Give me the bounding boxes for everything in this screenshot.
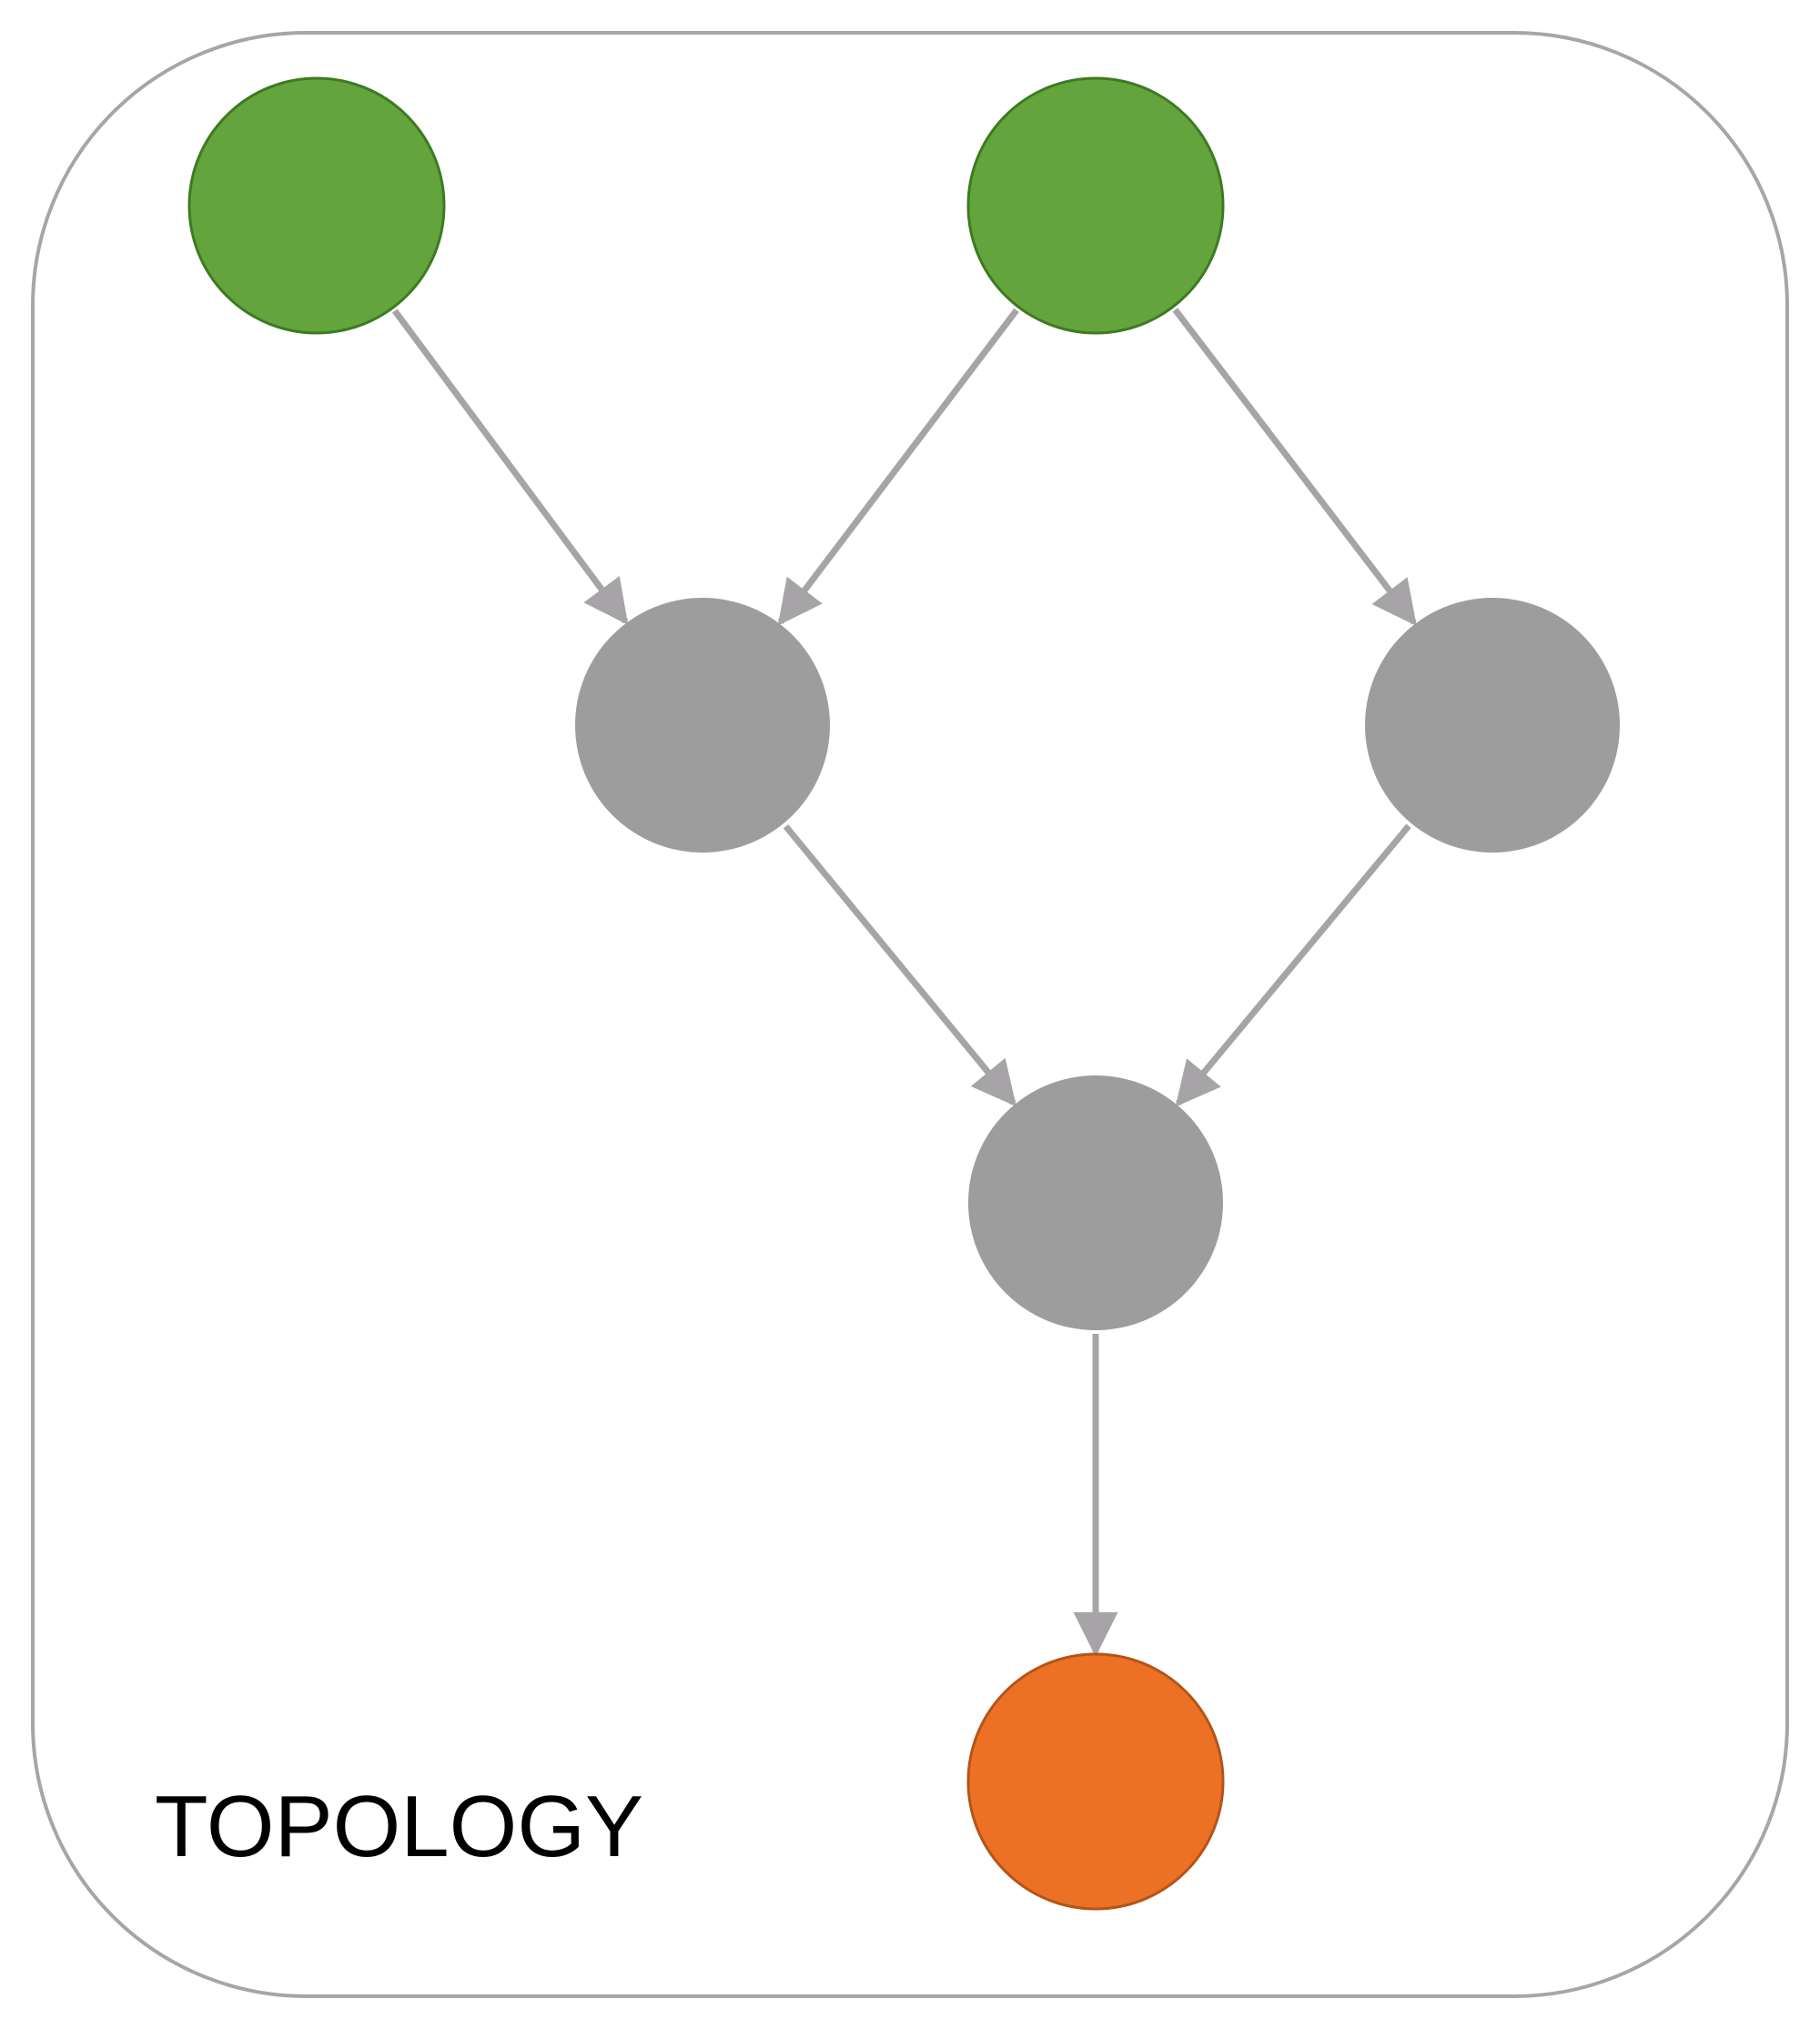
source-2-node <box>966 76 1225 335</box>
edge-layer <box>392 308 1417 1657</box>
processor-1-node <box>575 598 830 853</box>
processor-2-node <box>1365 598 1620 853</box>
node-layer <box>187 76 1620 1911</box>
source-1-node <box>187 76 446 335</box>
topology-title: TOPOLOGY <box>155 1778 643 1875</box>
edge-processor-1-to-processor-3 <box>783 823 1016 1107</box>
processor-3-node <box>968 1075 1223 1330</box>
sink-1-node <box>966 1652 1225 1911</box>
edge-processor-2-to-processor-3 <box>1175 823 1411 1107</box>
topology-frame <box>31 31 1789 1998</box>
edge-source-1-to-processor-1 <box>392 308 629 625</box>
edge-source-2-to-processor-2 <box>1172 308 1417 627</box>
edge-source-2-to-processor-1 <box>777 308 1019 626</box>
